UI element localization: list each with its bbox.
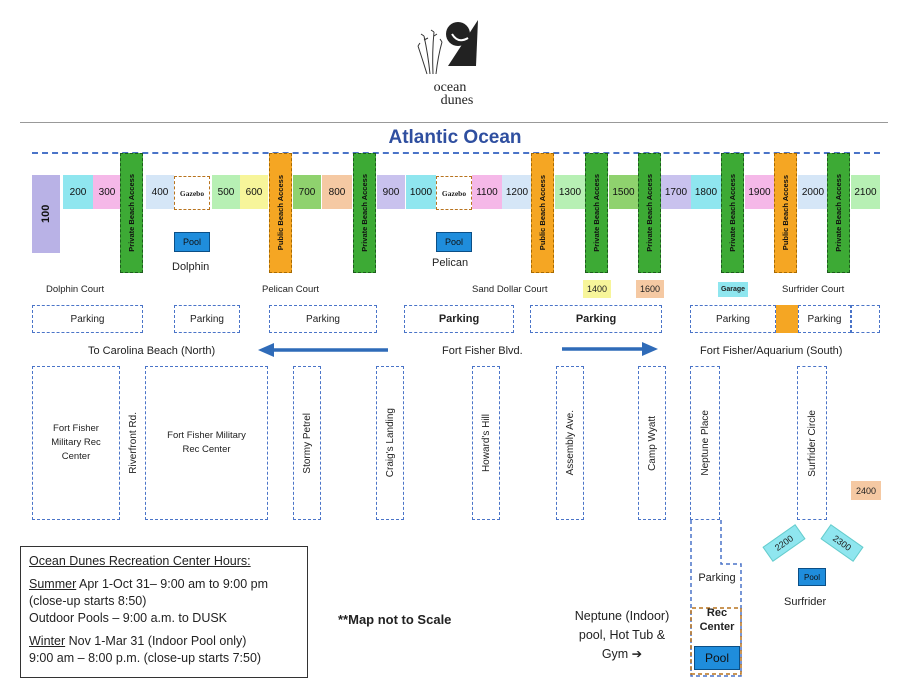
street-surfrider-circle: Surfrider Circle xyxy=(797,366,827,520)
parking-1: Parking xyxy=(32,305,143,333)
private-beach-access-2: Private Beach Access xyxy=(353,153,376,273)
label-dolphin: Dolphin xyxy=(172,261,210,273)
unit-2400: 2400 xyxy=(851,481,881,500)
logo-graphic xyxy=(417,20,478,75)
label-pelican: Pelican xyxy=(432,257,469,269)
court-sand-dollar: Sand Dollar Court xyxy=(472,284,548,295)
unit-400: 400 xyxy=(146,175,174,209)
hours-winter-hours: 9:00 am – 8:00 p.m. (close-up starts 7:5… xyxy=(29,651,262,665)
unit-1400: 1400 xyxy=(583,280,611,298)
block-rec-center-2: Fort Fisher Military Rec Center xyxy=(145,366,268,520)
beach-line xyxy=(32,152,880,154)
garage: Garage xyxy=(718,282,748,297)
street-neptune-place: Neptune Place xyxy=(690,366,720,520)
road-south: Fort Fisher/Aquarium (South) xyxy=(700,345,843,357)
private-beach-access-5: Private Beach Access xyxy=(721,153,744,273)
unit-1800: 1800 xyxy=(691,175,721,209)
hours-winter: Winter Nov 1-Mar 31 (Indoor Pool only) xyxy=(29,634,247,648)
rec-parking: Parking xyxy=(698,572,736,584)
arrow-right-icon xyxy=(562,342,658,356)
parking-2: Parking xyxy=(174,305,240,333)
unit-1700: 1700 xyxy=(661,175,691,209)
unit-900: 900 xyxy=(377,175,405,209)
hours-summer: Summer Apr 1-Oct 31– 9:00 am to 9:00 pm xyxy=(29,577,269,591)
unit-700: 700 xyxy=(293,175,321,209)
unit-100: 100 xyxy=(32,175,60,253)
ocean-title: Atlantic Ocean xyxy=(388,127,522,148)
court-pelican: Pelican Court xyxy=(262,284,320,295)
neptune-note: Neptune (Indoor) pool, Hot Tub & Gym ➔ xyxy=(574,609,670,661)
logo-text-dunes: dunes xyxy=(440,93,474,108)
unit-300: 300 xyxy=(93,175,121,209)
unit-2000: 2000 xyxy=(798,175,828,209)
rec-center-outline xyxy=(690,520,742,677)
parking-7: Parking xyxy=(798,305,851,333)
unit-2200: 2200 xyxy=(762,524,806,562)
street-camp-wyatt: Camp Wyatt xyxy=(638,366,666,520)
unit-1600: 1600 xyxy=(636,280,664,298)
road-blvd: Fort Fisher Blvd. xyxy=(442,345,523,357)
street-assembly-ave: Assembly Ave. xyxy=(556,366,584,520)
hours-box: Ocean Dunes Recreation Center Hours: Sum… xyxy=(20,546,308,678)
private-beach-access-6: Private Beach Access xyxy=(827,153,850,273)
parking-4: Parking xyxy=(404,305,514,333)
unit-500: 500 xyxy=(212,175,240,209)
arrow-left-icon xyxy=(258,343,388,357)
rec-center-label: Rec Center xyxy=(699,607,735,633)
parking-6: Parking xyxy=(690,305,776,333)
parking-8 xyxy=(851,305,880,333)
unit-1500: 1500 xyxy=(609,175,638,209)
gazebo-1: Gazebo xyxy=(174,176,210,210)
unit-2300: 2300 xyxy=(820,524,864,562)
unit-800: 800 xyxy=(322,175,352,209)
public-beach-access-3: Public Beach Access xyxy=(774,153,797,273)
logo-text-ocean: ocean xyxy=(433,80,467,95)
label-surfrider: Surfrider xyxy=(784,596,827,608)
unit-200: 200 xyxy=(63,175,93,209)
pool-surfrider: Pool xyxy=(798,568,826,586)
court-surfrider: Surfrider Court xyxy=(782,284,845,295)
public-beach-access-1: Public Beach Access xyxy=(269,153,292,273)
unit-1000: 1000 xyxy=(406,175,436,209)
hours-summer-close: (close-up starts 8:50) xyxy=(29,594,147,608)
logo: ocean dunes xyxy=(400,14,500,108)
court-dolphin: Dolphin Court xyxy=(46,284,105,295)
rec-pool: Pool xyxy=(694,646,740,670)
parking-5: Parking xyxy=(530,305,662,333)
road-north: To Carolina Beach (North) xyxy=(88,345,216,357)
unit-2100: 2100 xyxy=(851,175,880,209)
street-riverfront: Riverfront Rd. xyxy=(125,366,141,520)
private-beach-access-3: Private Beach Access xyxy=(585,153,608,273)
header-divider xyxy=(20,122,888,123)
public-beach-access-2: Public Beach Access xyxy=(531,153,554,273)
unit-1300: 1300 xyxy=(555,175,585,209)
pool-pelican: Pool xyxy=(436,232,472,252)
block-rec-center-1: Fort Fisher Military Rec Center xyxy=(32,366,120,520)
not-to-scale-note: **Map not to Scale xyxy=(338,612,452,627)
parking-3: Parking xyxy=(269,305,377,333)
street-howards-hill: Howard's Hill xyxy=(472,366,500,520)
gazebo-2: Gazebo xyxy=(436,176,472,210)
parking-orange-block xyxy=(776,305,798,333)
street-stormy-petrel: Stormy Petrel xyxy=(293,366,321,520)
unit-1900: 1900 xyxy=(745,175,774,209)
unit-1200: 1200 xyxy=(502,175,532,209)
unit-1100: 1100 xyxy=(472,175,502,209)
unit-600: 600 xyxy=(240,175,268,209)
street-craigs-landing: Craig's Landing xyxy=(376,366,404,520)
private-beach-access-4: Private Beach Access xyxy=(638,153,661,273)
pool-dolphin: Pool xyxy=(174,232,210,252)
hours-title: Ocean Dunes Recreation Center Hours: xyxy=(29,554,251,568)
private-beach-access-1: Private Beach Access xyxy=(120,153,143,273)
hours-outdoor: Outdoor Pools – 9:00 a.m. to DUSK xyxy=(29,611,228,625)
